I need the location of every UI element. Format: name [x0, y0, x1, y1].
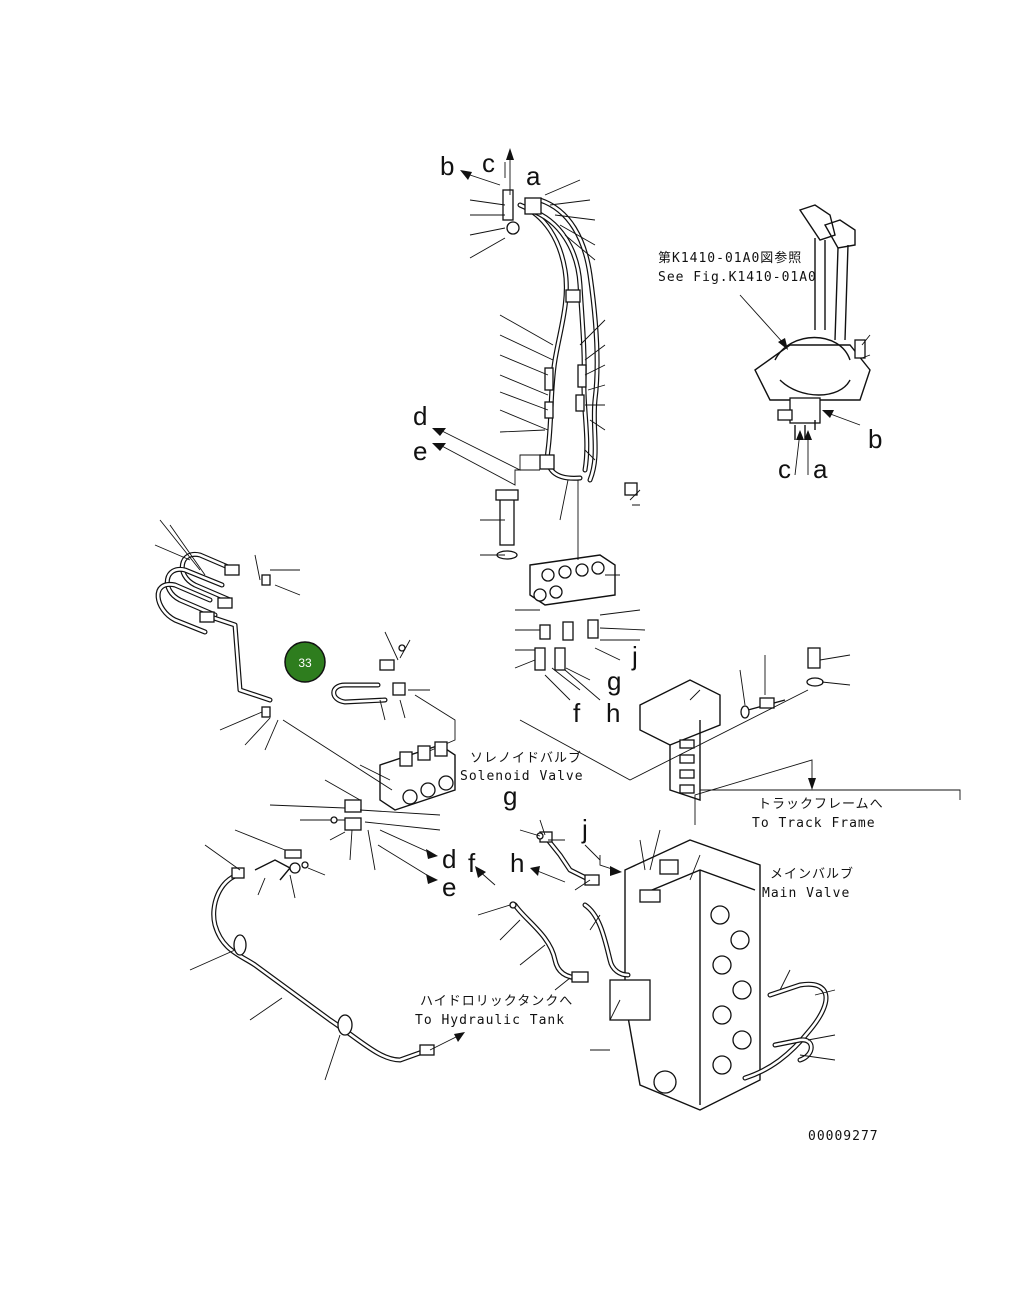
- connection-label-e-mid: e: [413, 436, 427, 466]
- connection-label-g-main: g: [503, 781, 517, 811]
- connection-label-j-block: j: [631, 641, 638, 671]
- track-frame-jp: トラックフレームへ: [758, 797, 884, 812]
- connection-label-b-top: b: [440, 151, 454, 181]
- solenoid-valve-jp: ソレノイドバルブ: [470, 750, 582, 766]
- callout-circle: [284, 641, 326, 683]
- callout-number: 33: [298, 656, 312, 670]
- de-arrow-lines: [432, 428, 540, 486]
- solenoid-feed-lines: [282, 694, 456, 791]
- distribution-block: [480, 479, 646, 701]
- main-valve: [590, 829, 836, 1111]
- tank-return-pipe: [189, 829, 465, 1081]
- connection-label-d-mid: d: [413, 401, 427, 431]
- callout-33-hose: [331, 631, 430, 721]
- connection-label-j-main: j: [581, 814, 588, 844]
- connection-label-g-block: g: [607, 666, 621, 696]
- connection-label-c-lever: c: [778, 454, 791, 484]
- solenoid-valve: [269, 741, 456, 871]
- connection-label-c-top: c: [482, 148, 495, 178]
- connection-label-f-main: f: [468, 848, 476, 878]
- main-valve-jp: メインバルブ: [770, 866, 854, 882]
- connection-label-e-lower: e: [442, 872, 456, 902]
- hydraulic-tank-jp: ハイドロリックタンクへ: [420, 994, 573, 1009]
- hydraulic-tank-en: To Hydraulic Tank: [415, 1013, 565, 1028]
- track-frame-en: To Track Frame: [752, 816, 876, 831]
- connection-label-d-lower: d: [442, 844, 456, 874]
- part-callout-33[interactable]: 33: [284, 641, 326, 683]
- reference-jp: 第K1410-01A0図参照: [658, 250, 802, 266]
- connection-label-h-block: h: [606, 698, 620, 728]
- drawing-number: 00009277: [808, 1129, 879, 1144]
- lower-de-arrows: [377, 829, 438, 884]
- control-lever-assembly: [739, 204, 871, 476]
- main-valve-en: Main Valve: [762, 886, 850, 901]
- connection-label-h-main: h: [510, 848, 524, 878]
- main-valve-feed-hoses: [475, 819, 631, 991]
- reference-en: See Fig.K1410-01A0: [658, 270, 817, 285]
- left-hose-bundle: [154, 519, 301, 751]
- connection-label-b-lever: b: [868, 424, 882, 454]
- connection-label-a-lever: a: [813, 454, 828, 484]
- connection-label-f-block: f: [573, 698, 581, 728]
- bracket-assembly: [519, 647, 961, 825]
- connection-label-a-top: a: [526, 161, 541, 191]
- solenoid-valve-en: Solenoid Valve: [460, 769, 584, 784]
- ppc-hose-assembly: [460, 148, 606, 483]
